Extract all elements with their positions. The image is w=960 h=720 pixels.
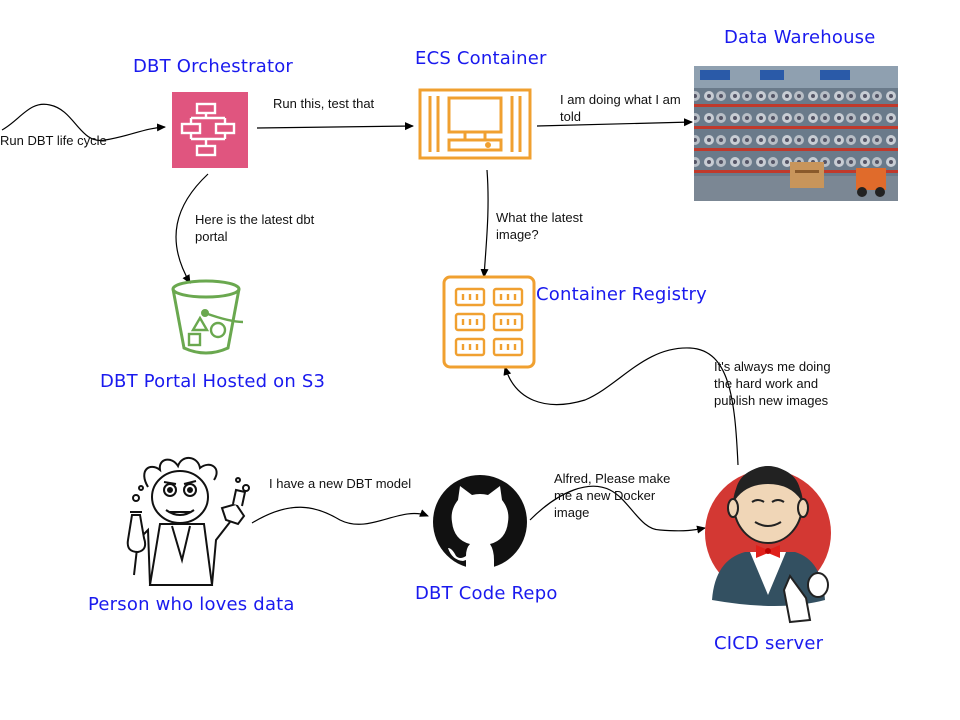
cicd-to-registry-label-line3: publish new images — [714, 393, 829, 408]
warehouse-title: Data Warehouse — [724, 27, 876, 48]
portal-title: DBT Portal Hosted on S3 — [100, 371, 326, 392]
ecs-to-warehouse-arrow — [536, 118, 693, 127]
ecs-to-registry-label-line1: What the latest — [496, 210, 583, 225]
orchestrator-title: DBT Orchestrator — [133, 56, 294, 77]
cicd-to-registry-label-line2: the hard work and — [714, 376, 819, 391]
person-to-repo-arrow — [251, 506, 429, 525]
ecs-to-dw-label: I am doing what I am told — [560, 91, 681, 125]
orch-to-portal-label-line2: portal — [195, 229, 228, 244]
person-title: Person who loves data — [88, 594, 295, 615]
s3-bucket-icon — [171, 279, 244, 355]
orchestrator-to-ecs-arrow — [256, 122, 414, 131]
orch-to-ecs-label: Run this, test that — [273, 96, 375, 111]
person-illustration — [126, 457, 250, 586]
cicd-to-registry-arrow — [503, 347, 739, 466]
ecs-to-registry-label: What the latest image? — [496, 209, 583, 243]
person-to-repo-label: I have a new DBT model — [269, 476, 412, 491]
orch-to-portal-label-line1: Here is the latest dbt — [195, 212, 315, 227]
jenkins-icon — [705, 466, 831, 624]
lifecycle-arrow — [1, 103, 166, 141]
repo-title: DBT Code Repo — [415, 583, 558, 604]
cicd-title: CICD server — [714, 633, 824, 654]
container-registry-icon — [442, 275, 536, 369]
registry-title: Container Registry — [536, 284, 707, 305]
repo-to-cicd-label-line1: Alfred, Please make — [554, 471, 671, 486]
ecs-to-dw-label-line1: I am doing what I am — [560, 92, 681, 107]
orch-to-portal-label: Here is the latest dbt portal — [195, 211, 314, 245]
orchestrator-icon — [172, 92, 248, 168]
ecs-to-registry-label-line2: image? — [496, 227, 539, 242]
ecs-container-title: ECS Container — [415, 48, 547, 69]
warehouse-photo — [694, 66, 898, 201]
ecs-container-icon — [418, 88, 532, 160]
repo-to-cicd-label-line3: image — [554, 505, 590, 520]
lifecycle-label: Run DBT life cycle — [0, 133, 107, 148]
github-icon — [433, 475, 527, 569]
orchestrator-to-portal-arrow — [175, 173, 209, 284]
repo-to-cicd-label-line2: me a new Docker — [554, 488, 656, 503]
cicd-to-registry-label: It's always me doing the hard work and p… — [714, 358, 831, 409]
repo-to-cicd-arrow — [529, 485, 706, 534]
repo-to-cicd-label: Alfred, Please make me a new Docker imag… — [554, 470, 670, 521]
cicd-to-registry-label-line1: It's always me doing — [714, 359, 831, 374]
ecs-to-registry-arrow — [480, 169, 489, 278]
ecs-to-dw-label-line2: told — [560, 109, 581, 124]
